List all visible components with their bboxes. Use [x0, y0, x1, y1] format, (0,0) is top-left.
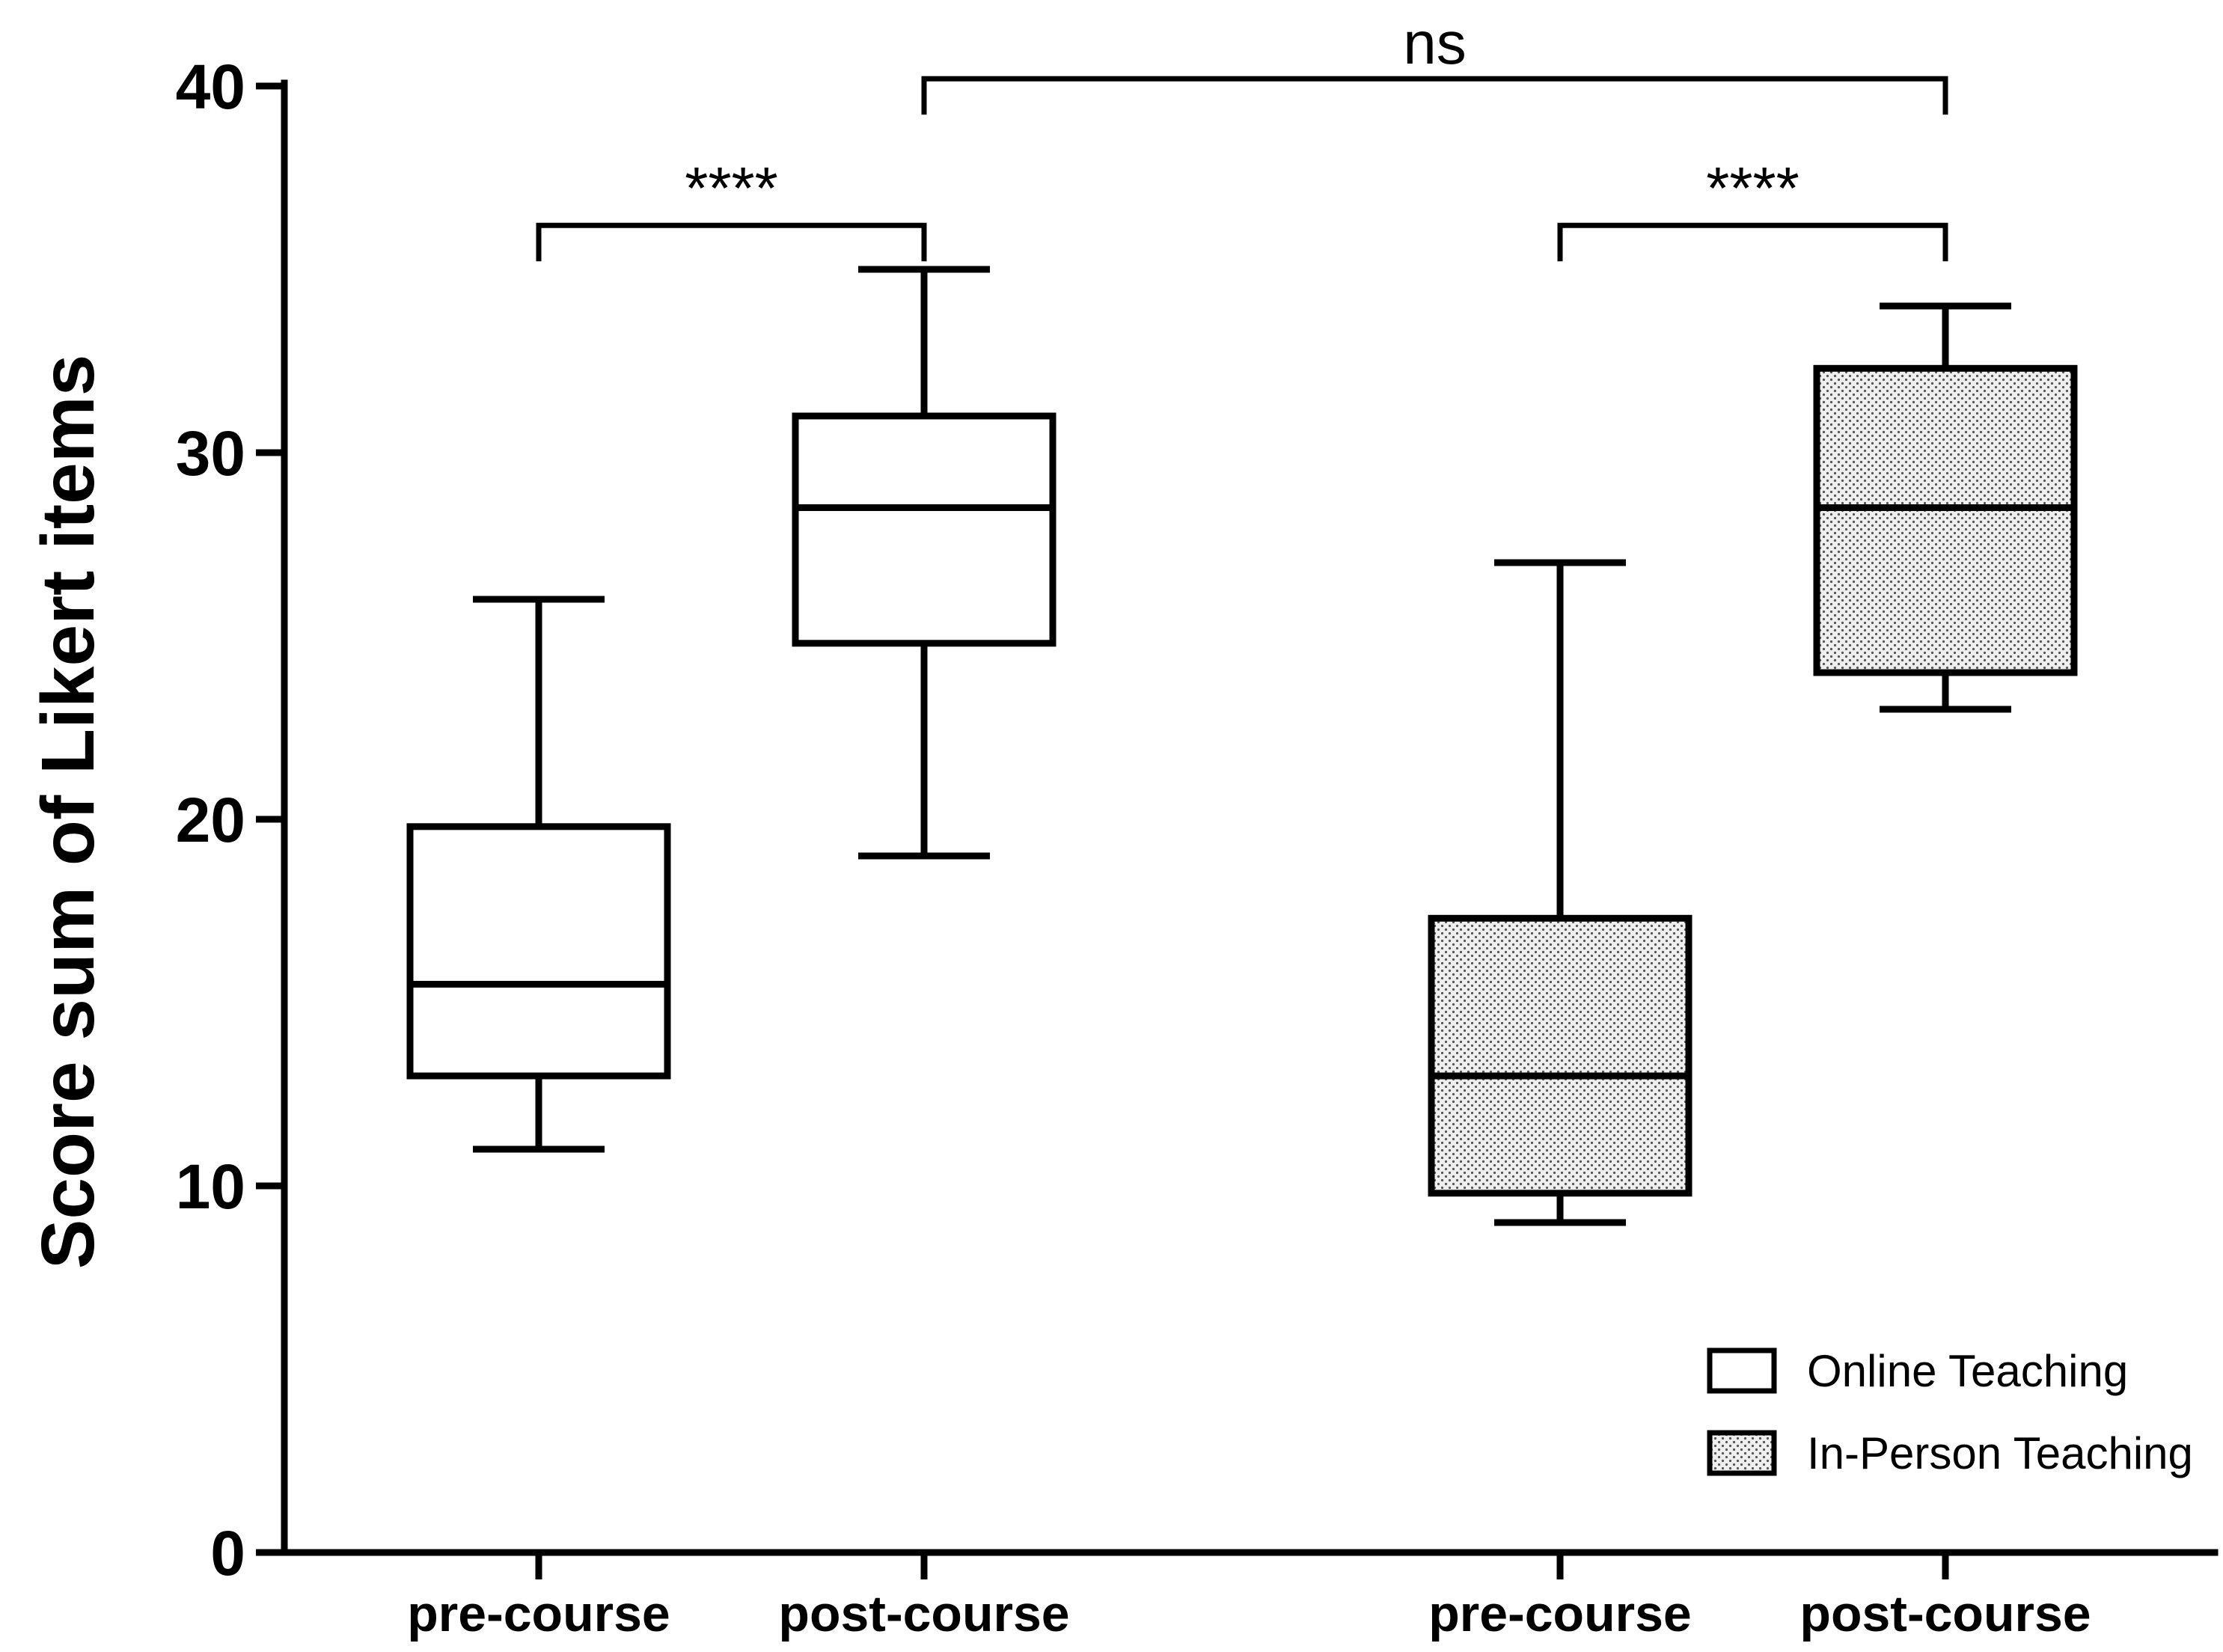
legend-label: Online Teaching: [1807, 1346, 2128, 1396]
y-tick-label: 30: [176, 418, 245, 489]
x-tick-label: post-course: [1800, 1585, 2091, 1642]
y-tick-label: 40: [176, 52, 245, 122]
box-group: [792, 266, 1057, 860]
significance-label: ns: [1403, 10, 1467, 76]
x-tick-label: pre-course: [407, 1585, 670, 1642]
box-group: [406, 596, 671, 1153]
y-tick-label: 10: [176, 1151, 245, 1222]
bracket-line: [1557, 222, 1948, 262]
x-tick-label: post-course: [778, 1585, 1069, 1642]
legend-swatch: [1707, 1430, 1777, 1476]
legend-swatch: [1707, 1347, 1777, 1394]
x-tick-label: pre-course: [1428, 1585, 1691, 1642]
legend-item: Online Teaching: [1707, 1346, 2128, 1396]
y-axis-label: Score sum of Likert items: [26, 355, 110, 1270]
significance-label: ****: [685, 155, 778, 221]
significance-annotations: **** **** ns: [536, 10, 1948, 262]
legend-item: In-Person Teaching: [1707, 1428, 2193, 1478]
iqr-box: [406, 823, 671, 1080]
box-group: [1428, 559, 1693, 1226]
iqr-box: [792, 412, 1057, 647]
bracket-line: [921, 76, 1948, 115]
iqr-box: [1813, 364, 2078, 676]
significance-bracket: ****: [1557, 155, 1948, 262]
boxes: [406, 266, 2078, 1226]
significance-label: ****: [1706, 155, 1800, 221]
y-tick-label: 20: [176, 785, 245, 855]
bracket-line: [536, 222, 927, 262]
box-group: [1813, 302, 2078, 713]
iqr-box: [1428, 914, 1693, 1197]
significance-bracket: ****: [536, 155, 927, 262]
y-tick-label: 0: [210, 1518, 245, 1588]
significance-bracket: ns: [921, 10, 1948, 115]
legend-label: In-Person Teaching: [1807, 1428, 2193, 1478]
